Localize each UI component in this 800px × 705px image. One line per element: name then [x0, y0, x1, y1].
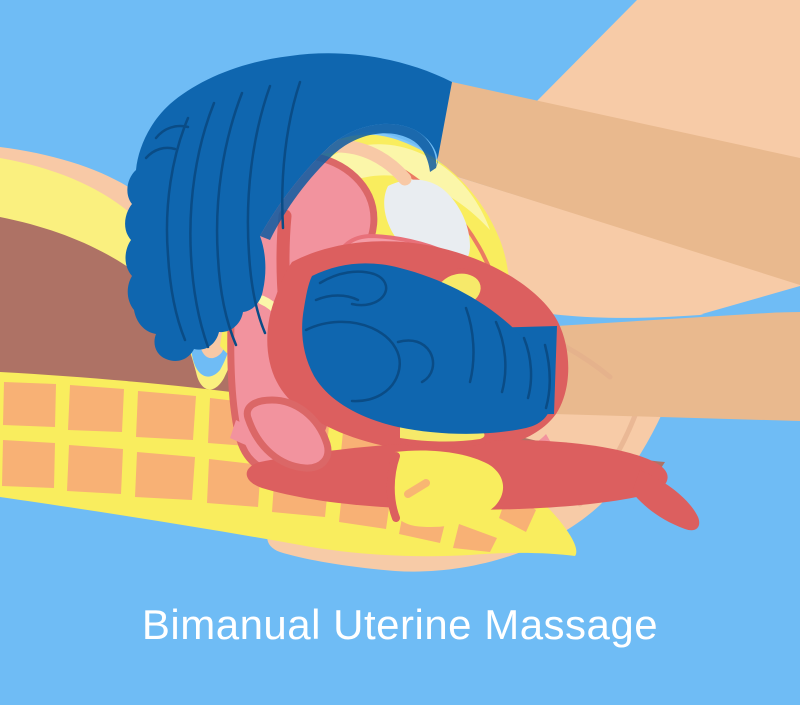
vertebra-block [68, 385, 124, 432]
practitioner-lower-arm [554, 311, 800, 421]
vertebra-block [67, 445, 123, 494]
fist-finger-lines [304, 270, 551, 410]
practitioner-upper-arm [436, 82, 800, 285]
background-wedge [702, 286, 800, 314]
patient-thigh [436, 170, 800, 318]
external-gloved-hand [125, 53, 452, 361]
hand-finger-lines [144, 80, 302, 349]
vertebra-block [453, 524, 497, 552]
perineal-edge-line [386, 452, 400, 522]
anal-canal [632, 470, 700, 531]
caption: Bimanual Uterine Massage [141, 601, 659, 648]
vertebra-block [2, 440, 55, 488]
vertebra-block [136, 391, 196, 440]
vertebra-block [3, 382, 56, 427]
vertebra-block [135, 452, 195, 500]
cervix-tip [243, 396, 332, 472]
fat-tick-mark [404, 479, 430, 498]
perineal-fat [390, 450, 504, 528]
glove-shading [260, 123, 437, 240]
